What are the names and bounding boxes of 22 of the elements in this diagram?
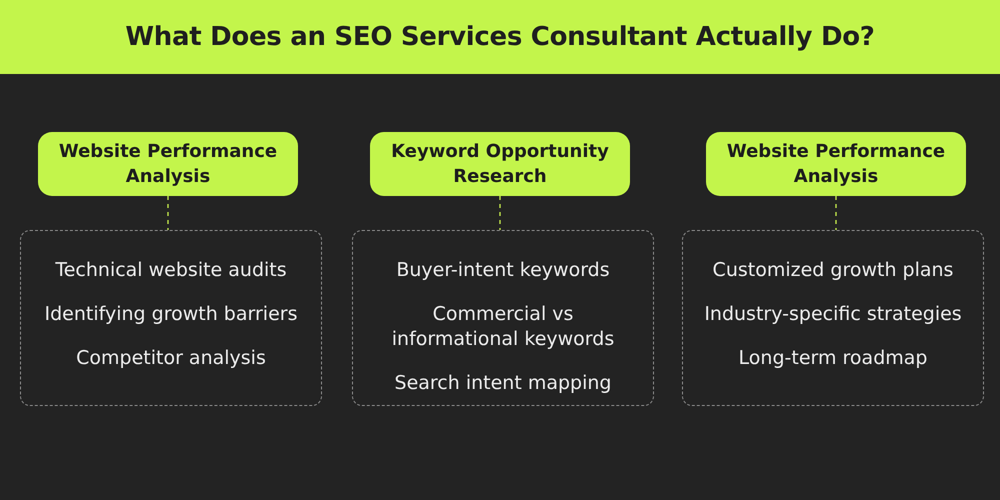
connector-line xyxy=(499,196,501,230)
list-item: Industry-specific strategies xyxy=(704,302,962,327)
heading-pill xyxy=(38,132,298,196)
list-item: Commercial vs informational keywords xyxy=(390,302,616,352)
connector-line xyxy=(167,196,169,230)
list-item: Long-term roadmap xyxy=(738,346,928,371)
list-item: Technical website audits xyxy=(55,258,287,283)
connector-line xyxy=(835,196,837,230)
title-banner: What Does an SEO Services Consultant Actually Do? xyxy=(0,0,1000,74)
list-item: Competitor analysis xyxy=(76,346,266,371)
list-item: Customized growth plans xyxy=(712,258,954,283)
list-item: Search intent mapping xyxy=(394,371,612,396)
dashed-list-panel xyxy=(352,230,654,406)
list-item: Buyer-intent keywords xyxy=(396,258,610,283)
list-item: Identifying growth barriers xyxy=(44,302,298,327)
heading-pill xyxy=(706,132,966,196)
section-heading: Keyword Opportunity Research xyxy=(390,140,610,189)
dashed-list-panel xyxy=(682,230,984,406)
dashed-list-panel xyxy=(20,230,322,406)
section-heading: Website Performance Analysis xyxy=(726,140,946,189)
heading-pill xyxy=(370,132,630,196)
section-heading: Website Performance Analysis xyxy=(58,140,278,189)
